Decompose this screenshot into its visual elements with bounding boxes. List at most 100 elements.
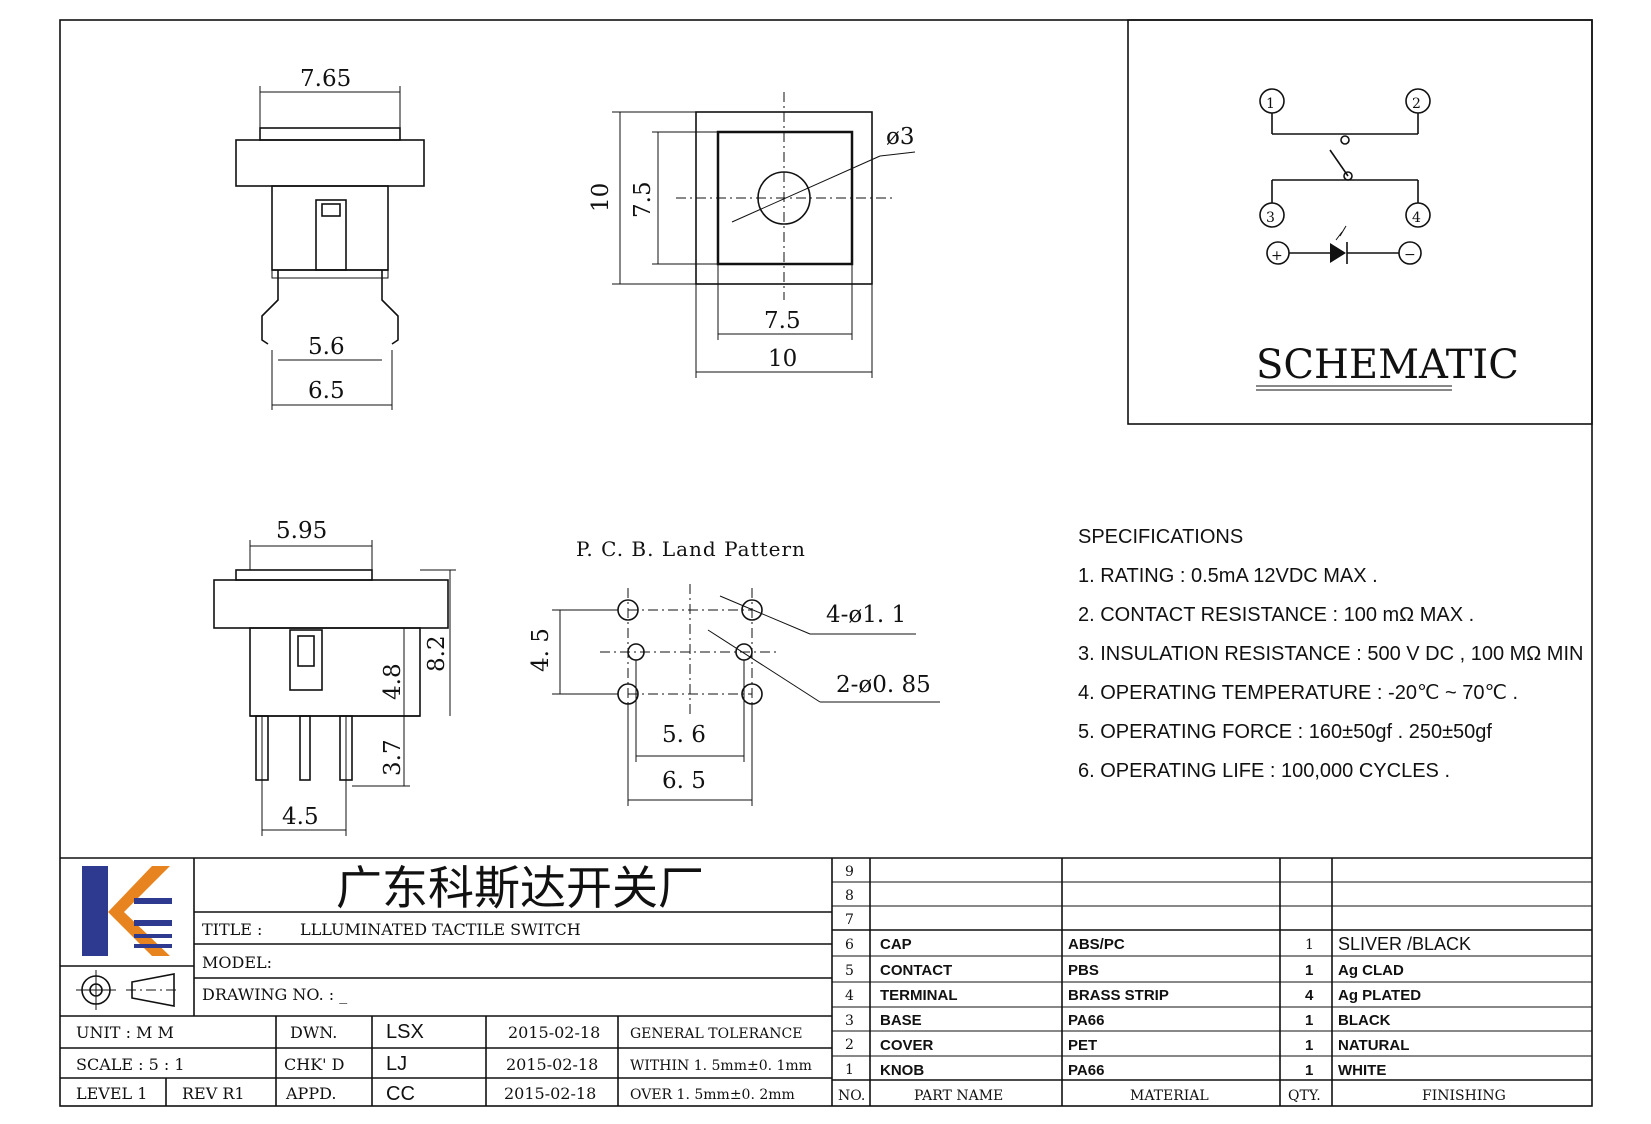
- view-side-top: 7.65 5.6 6.5: [235, 66, 425, 410]
- spec-item: 4. OPERATING TEMPERATURE : -20℃ ~ 70℃ .: [1078, 682, 1518, 704]
- bom-header-part: PART NAME: [914, 1088, 1003, 1104]
- bom-qty: 1: [1305, 1012, 1313, 1029]
- dim-3-7: 3.7: [380, 739, 406, 776]
- date-dwn: 2015-02-18: [508, 1023, 600, 1042]
- company-logo: [82, 866, 172, 956]
- bom-finishing: WHITE: [1338, 1062, 1386, 1079]
- bom-row-no: 9: [845, 864, 854, 880]
- bom-table: 9 8 7 6 CAP ABS/PC 1 SLIVER /BLACK 5 CON…: [831, 858, 1592, 1106]
- tolerance-within: WITHIN 1. 5mm±0. 1mm: [630, 1058, 812, 1074]
- bom-row-no: 8: [845, 888, 854, 904]
- specifications: SPECIFICATIONS 1. RATING : 0.5mA 12VDC M…: [1078, 526, 1583, 782]
- level-cell: LEVEL 1: [76, 1084, 147, 1103]
- dim-5-95: 5.95: [276, 518, 327, 544]
- bom-row-no: 3: [845, 1013, 854, 1029]
- company-name: 广东科斯达开关厂: [336, 861, 704, 915]
- dim-4-8: 4.8: [380, 663, 406, 700]
- bom-row-no: 7: [845, 912, 854, 928]
- bom-finishing: Ag PLATED: [1338, 987, 1421, 1004]
- schematic-title: SCHEMATIC: [1256, 342, 1519, 388]
- bom-qty: 4: [1305, 987, 1314, 1004]
- bom-part: KNOB: [880, 1062, 924, 1079]
- sheet-border: [59, 19, 1593, 1107]
- appd-label: APPD.: [285, 1084, 336, 1103]
- dwn-label: DWN.: [290, 1023, 337, 1042]
- pin-4-label: 4: [1412, 210, 1421, 226]
- model-label: MODEL:: [202, 953, 272, 972]
- bom-header-no: NO.: [838, 1088, 865, 1104]
- bom-material: ABS/PC: [1068, 936, 1125, 953]
- spec-item: 1. RATING : 0.5mA 12VDC MAX .: [1078, 565, 1378, 587]
- bom-part: CONTACT: [880, 962, 952, 979]
- bom-qty: 1: [1305, 962, 1313, 979]
- pcb-dim-5-6: 5. 6: [662, 722, 706, 748]
- title-label: TITLE :: [202, 920, 262, 939]
- pcb-dim-6-5: 6. 5: [662, 768, 706, 794]
- dim-6-5: 6.5: [308, 378, 345, 404]
- pcb-hole-b: 2-ø0. 85: [836, 672, 931, 698]
- dim-8-2: 8.2: [424, 635, 450, 672]
- spec-item: 3. INSULATION RESISTANCE : 500 V DC , 10…: [1078, 643, 1583, 665]
- dim-4-5: 4.5: [282, 804, 319, 830]
- date-chk: 2015-02-18: [506, 1055, 598, 1074]
- bom-finishing: SLIVER /BLACK: [1338, 934, 1471, 954]
- title-block: 广东科斯达开关厂 TITLE : LLLUMINATED TACTILE SWI…: [60, 857, 1592, 1106]
- title-value: LLLUMINATED TACTILE SWITCH: [300, 920, 581, 939]
- dim-7-65: 7.65: [300, 66, 351, 92]
- plus-label: +: [1271, 248, 1283, 264]
- dim-7-5-v: 7.5: [630, 181, 656, 218]
- bom-material: PA66: [1068, 1062, 1104, 1079]
- bom-finishing: Ag CLAD: [1338, 962, 1404, 979]
- dim-hole-3: ø3: [886, 124, 914, 150]
- spec-item: 6. OPERATING LIFE : 100,000 CYCLES .: [1078, 760, 1450, 782]
- bom-part: BASE: [880, 1012, 922, 1029]
- app-by: CC: [386, 1083, 415, 1105]
- bom-header-qty: QTY.: [1288, 1088, 1321, 1104]
- rev-cell: REV R1: [182, 1084, 245, 1103]
- chkd-label: CHK' D: [284, 1055, 344, 1074]
- pin-2-label: 2: [1412, 96, 1421, 112]
- tolerance-title: GENERAL TOLERANCE: [630, 1026, 802, 1042]
- drawing-no-label: DRAWING NO. : _: [202, 985, 347, 1004]
- bom-material: BRASS STRIP: [1068, 987, 1169, 1004]
- pcb-dim-4-5: 4. 5: [528, 628, 554, 672]
- spec-title: SPECIFICATIONS: [1078, 526, 1243, 548]
- bom-part: COVER: [880, 1037, 934, 1054]
- tolerance-over: OVER 1. 5mm±0. 2mm: [630, 1087, 795, 1103]
- pin-1-label: 1: [1266, 96, 1275, 112]
- bom-qty: 1: [1305, 1062, 1313, 1079]
- spec-item: 2. CONTACT RESISTANCE : 100 mΩ MAX .: [1078, 604, 1474, 626]
- date-app: 2015-02-18: [504, 1084, 596, 1103]
- dwn-by: LSX: [386, 1021, 424, 1043]
- bom-row-no: 5: [845, 963, 854, 979]
- bom-material: PET: [1068, 1037, 1097, 1054]
- minus-label: −: [1404, 247, 1416, 263]
- pcb-hole-a: 4-ø1. 1: [826, 602, 906, 628]
- bom-finishing: BLACK: [1338, 1012, 1391, 1029]
- view-front: ø3 10 7.5 7.5 10: [588, 92, 916, 378]
- chk-by: LJ: [386, 1053, 407, 1075]
- view-side-bottom: 5.95 8.2 4.8 3.7 4.5: [213, 518, 456, 836]
- bom-material: PA66: [1068, 1012, 1104, 1029]
- bom-part: CAP: [880, 936, 912, 953]
- pcb-title: P. C. B. Land Pattern: [576, 537, 806, 561]
- dim-5-6: 5.6: [308, 334, 345, 360]
- bom-row-no: 6: [845, 937, 854, 953]
- projection-symbol-icon: [76, 970, 180, 1010]
- bom-row-no: 2: [845, 1037, 854, 1053]
- bom-part: TERMINAL: [880, 987, 958, 1004]
- bom-header-material: MATERIAL: [1130, 1088, 1209, 1104]
- scale-cell: SCALE : 5 : 1: [76, 1055, 185, 1074]
- bom-row-no: 1: [845, 1062, 854, 1078]
- bom-material: PBS: [1068, 962, 1099, 979]
- bom-header-finishing: FINISHING: [1422, 1088, 1506, 1104]
- bom-finishing: NATURAL: [1338, 1037, 1409, 1054]
- dim-10-v: 10: [588, 183, 614, 212]
- schematic-panel: 1 2 3 4 + − SCHEMATIC: [1127, 19, 1593, 425]
- unit-cell: UNIT : M M: [76, 1023, 174, 1042]
- dim-7-5-h: 7.5: [764, 308, 801, 334]
- pcb-land-pattern: P. C. B. Land Pattern 4-ø1. 1 2-ø0. 85 4…: [528, 537, 940, 806]
- bom-qty: 1: [1305, 1037, 1313, 1054]
- dim-10-h: 10: [768, 346, 797, 372]
